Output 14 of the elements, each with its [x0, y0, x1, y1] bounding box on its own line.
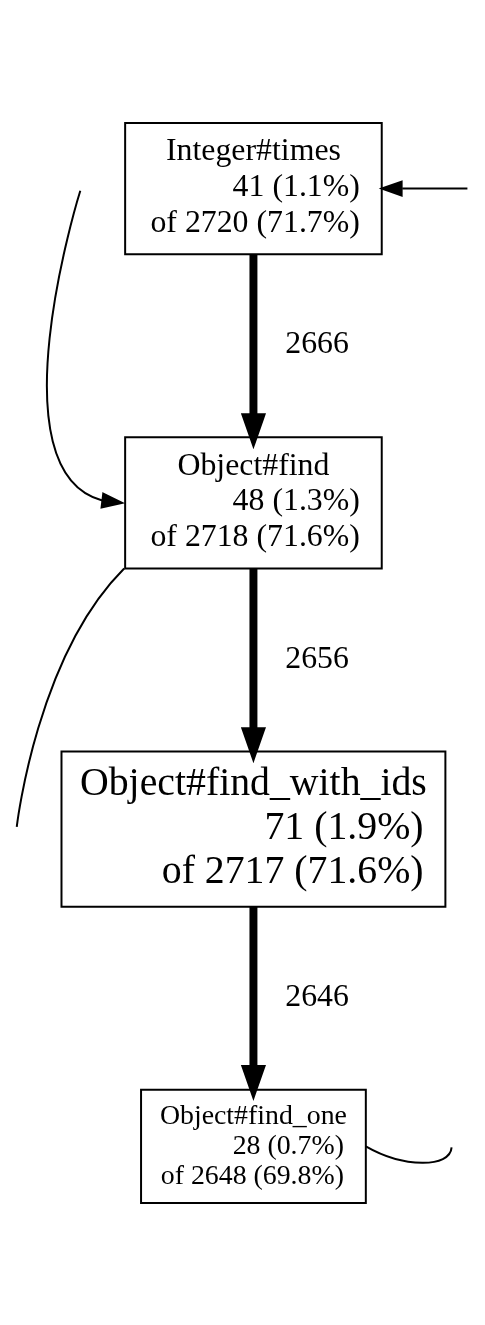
- edge-label: 2646: [285, 977, 349, 1013]
- arrow: [240, 568, 266, 763]
- connector: [15, 567, 126, 828]
- edge-label: 2656: [285, 639, 349, 675]
- connector: [364, 1144, 453, 1164]
- node-box: Integer#times 41 (1.1%) of 2720 (71.7%): [124, 121, 383, 255]
- node-box: Object#find 48 (1.3%) of 2718 (71.6%): [124, 435, 383, 569]
- node-box: Object#find_one 28 (0.7%) of 2648 (69.8%): [140, 1088, 367, 1204]
- arrow: [378, 179, 469, 197]
- node-box: Object#find_with_ids 71 (1.9%) of 2717 (71.6%): [60, 750, 447, 908]
- arrow: [46, 189, 126, 509]
- arrow: [240, 906, 266, 1101]
- arrow: [240, 254, 266, 449]
- edge-label: 2666: [285, 324, 349, 360]
